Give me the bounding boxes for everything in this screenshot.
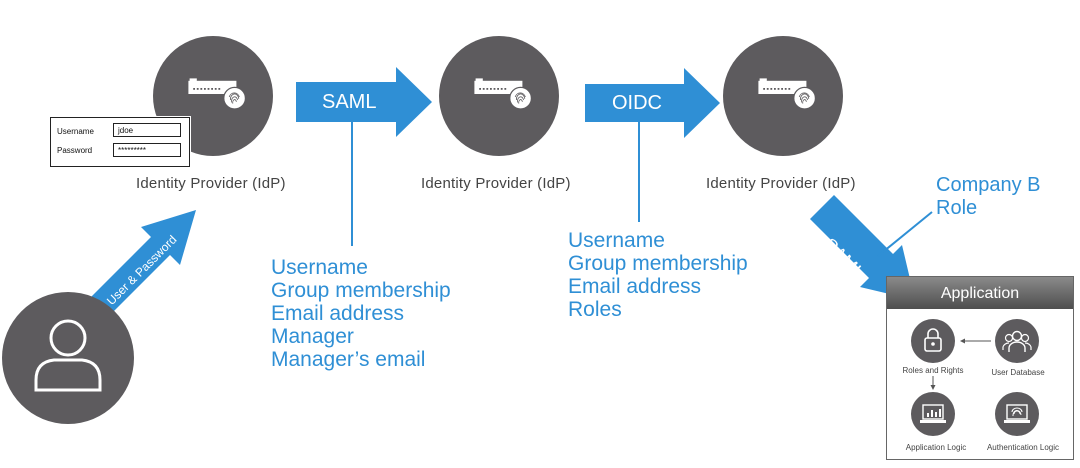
saml-attribute: Manager — [271, 325, 354, 348]
oidc-attributes-connector — [638, 110, 640, 222]
users-icon — [1002, 330, 1032, 352]
idp-label-3: Identity Provider (IdP) — [706, 175, 856, 192]
idp-label-2: Identity Provider (IdP) — [421, 175, 571, 192]
login-form: Username jdoe Password ********* — [50, 117, 190, 167]
roles-rights-node — [911, 319, 955, 363]
saml-attribute: Manager’s email — [271, 348, 426, 371]
oidc-attribute: Username — [568, 229, 665, 252]
company-role-line1: Company B — [936, 174, 1041, 196]
password-field[interactable]: ********* — [113, 143, 181, 157]
oidc-attribute: Roles — [568, 298, 622, 321]
username-label: Username — [57, 127, 94, 136]
padlock-icon — [924, 328, 942, 352]
password-label: Password — [57, 146, 93, 155]
saml-attribute-list: Username Group membership Email address … — [271, 256, 451, 371]
saml-attribute: Username — [271, 256, 368, 279]
oidc-attribute: Email address — [568, 275, 702, 298]
application-connectors — [930, 338, 991, 390]
company-role-line2: Role — [936, 197, 978, 219]
application-title: Application — [887, 277, 1073, 309]
oidc-arrow-label: OIDC — [612, 92, 662, 114]
authentication-logic-caption: Authentication Logic — [986, 443, 1060, 452]
authentication-logic-node — [995, 392, 1039, 436]
idp-label-1: Identity Provider (IdP) — [136, 175, 286, 192]
idp-node-3 — [723, 36, 843, 156]
laptop-chart-icon — [920, 404, 946, 423]
oidc-attribute: Group membership — [568, 252, 748, 275]
oidc-attribute-list: Username Group membership Email address … — [568, 229, 748, 321]
laptop-fingerprint-icon — [1004, 404, 1030, 423]
application-logic-node — [911, 392, 955, 436]
application-logic-caption: Application Logic — [905, 443, 967, 452]
saml-attribute: Email address — [271, 302, 405, 325]
user-node — [2, 292, 134, 424]
network-appliance-fingerprint-icon — [758, 78, 816, 110]
saml-attribute: Group membership — [271, 279, 451, 302]
company-role-label: Company B Role — [936, 174, 1041, 220]
application-panel: Application Roles and Rights User Databa… — [886, 276, 1074, 460]
user-database-node — [995, 319, 1039, 363]
saml-arrow-label: SAML — [322, 91, 377, 113]
saml-arrow — [296, 67, 432, 137]
username-field[interactable]: jdoe — [113, 123, 181, 137]
oidc-arrow — [585, 68, 720, 138]
roles-rights-caption: Roles and Rights — [902, 366, 964, 375]
saml-diagonal-arrow — [810, 195, 915, 300]
idp-node-2 — [439, 36, 559, 156]
network-appliance-fingerprint-icon — [188, 78, 246, 110]
saml-attributes-connector — [351, 113, 353, 246]
network-appliance-fingerprint-icon — [474, 78, 532, 110]
user-icon — [34, 319, 102, 392]
user-password-arrow — [86, 210, 196, 320]
company-role-pointer — [877, 211, 933, 257]
user-database-caption: User Database — [991, 368, 1045, 377]
